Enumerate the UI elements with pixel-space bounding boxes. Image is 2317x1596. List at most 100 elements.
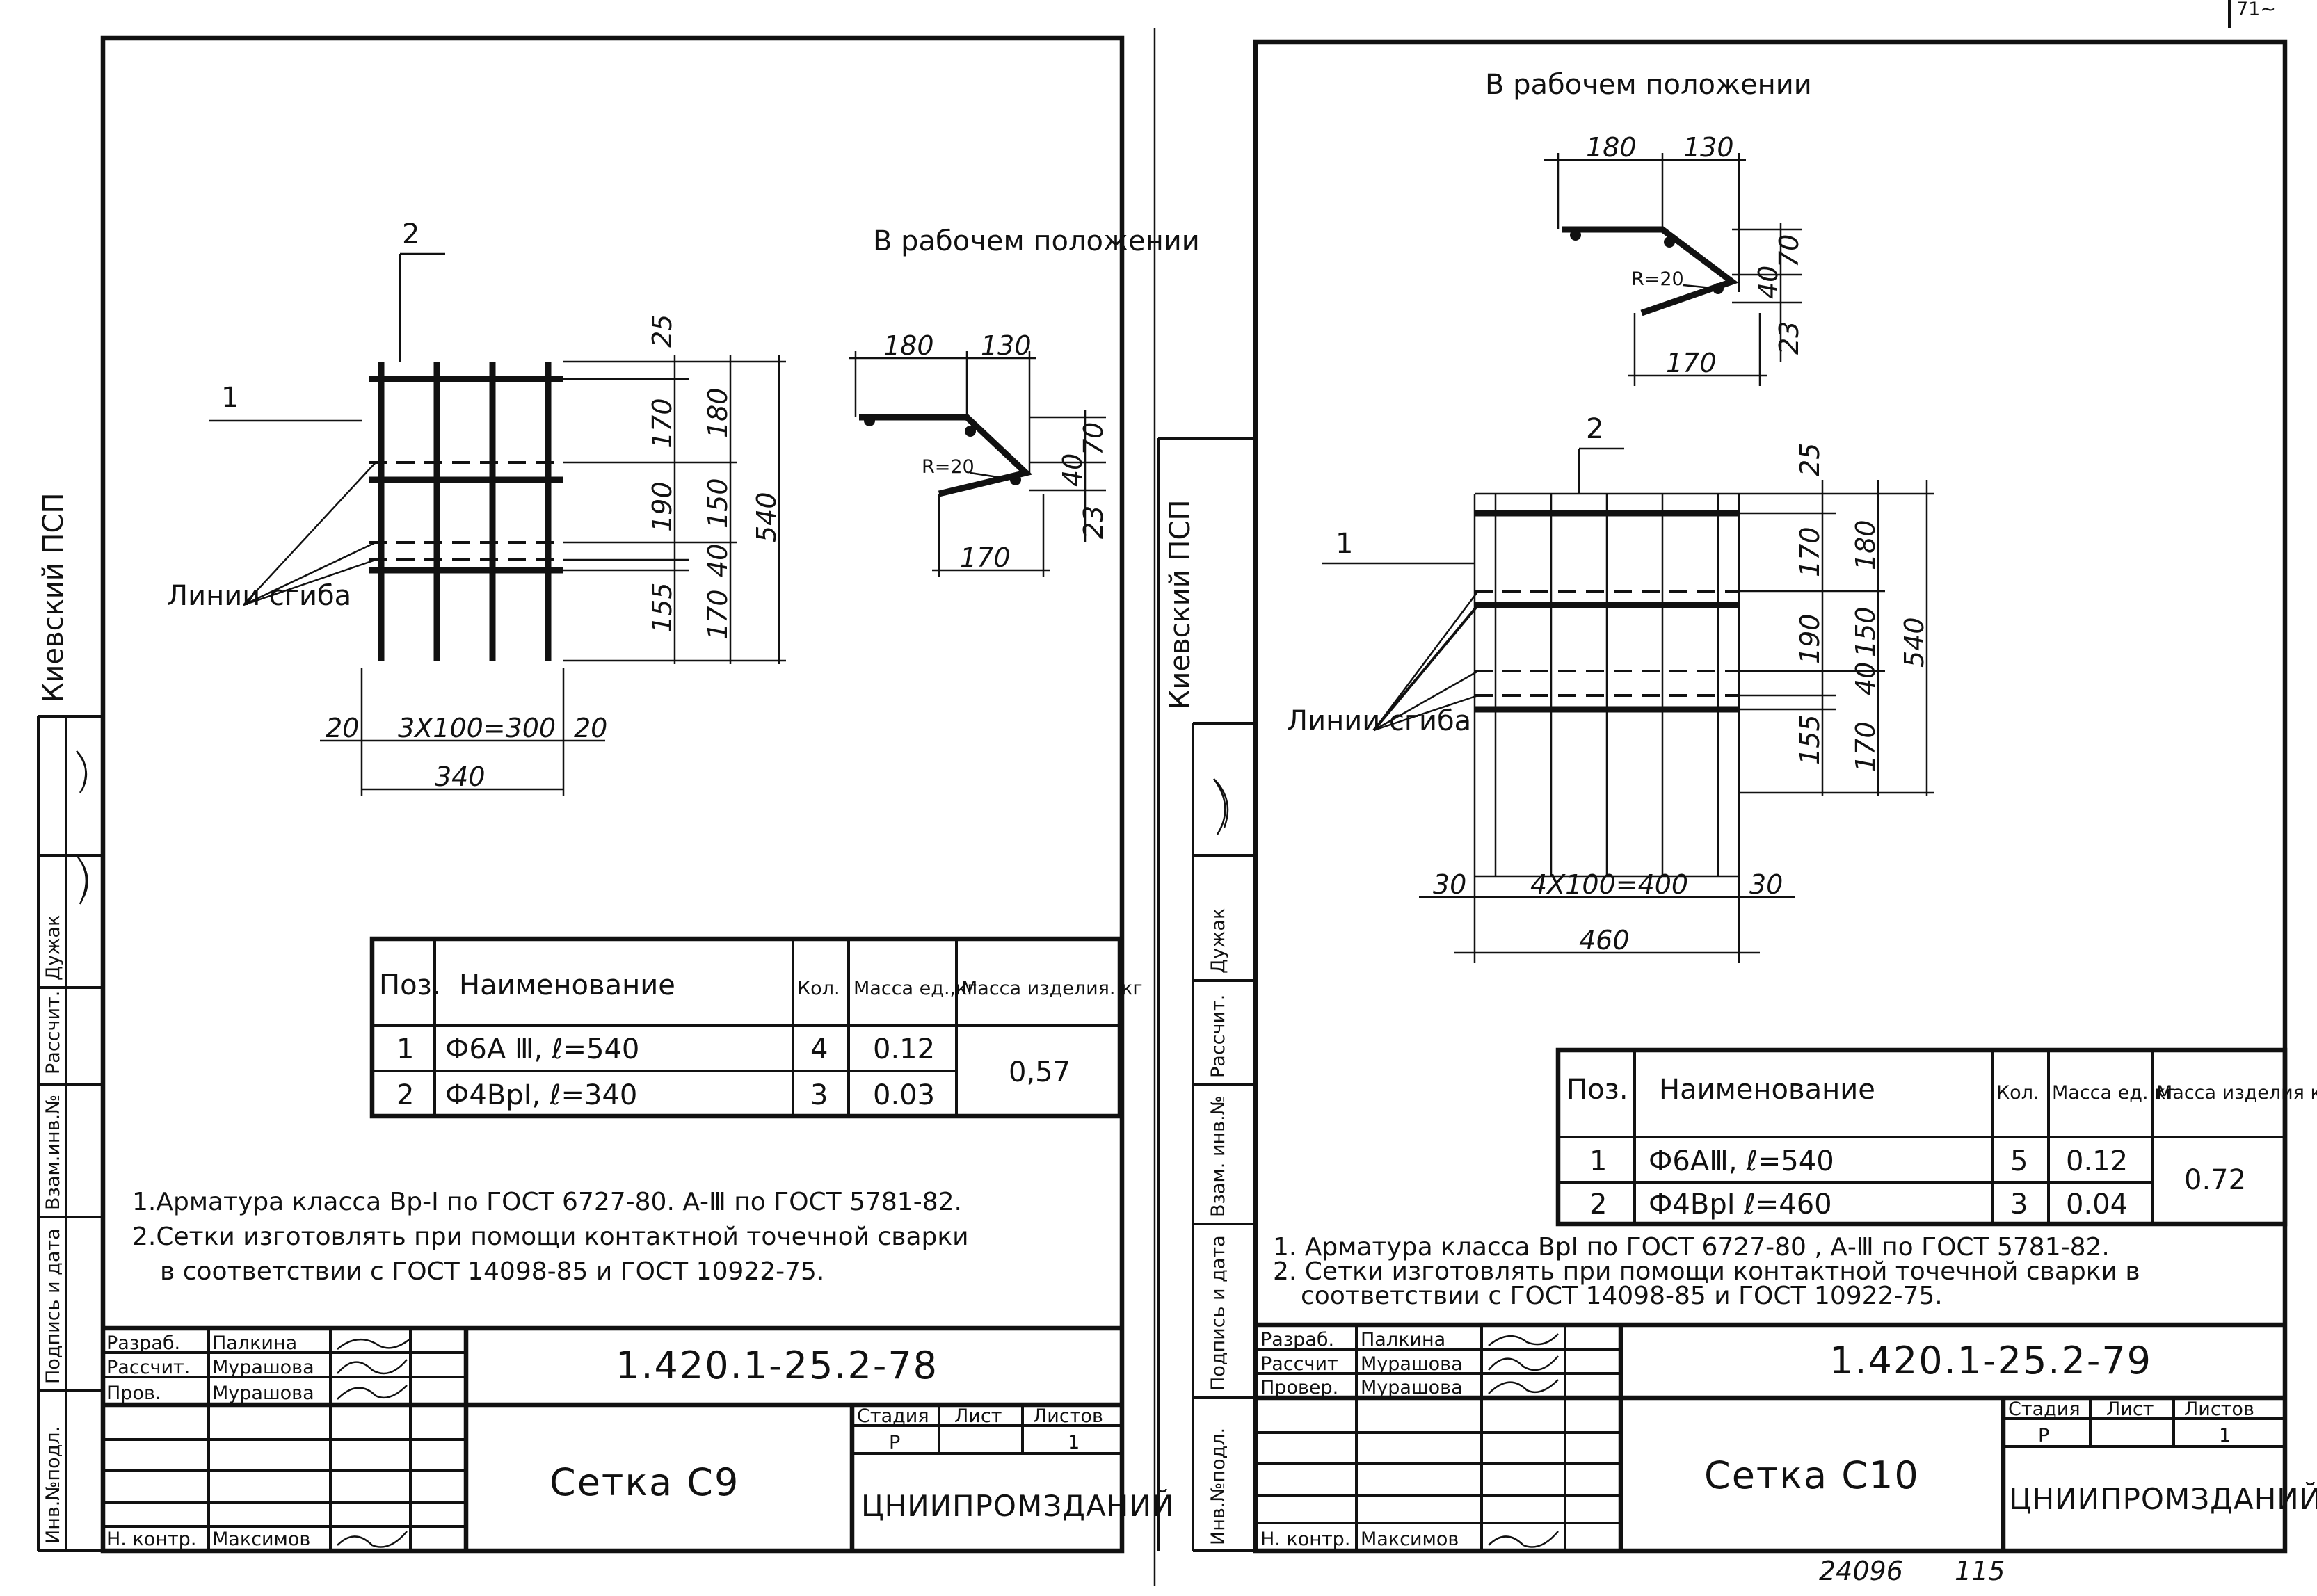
working-view-c9: В рабочем положении 180 130 170 R=20 70 … <box>849 225 1200 577</box>
spec-table-c10: Поз. Наименование Кол. Масса ед. кг Масс… <box>1555 1047 2317 1227</box>
side-strip-c9: Киевский ПСП Дужак Рассчит. Взам.инв.№ П… <box>37 492 103 1552</box>
side-role-c10-3: Инв.№подл. <box>1208 1428 1229 1545</box>
td-c9-total: 0,57 <box>1009 1056 1071 1088</box>
note-c10-2: соответствии с ГОСТ 14098-85 и ГОСТ 1092… <box>1301 1282 1943 1310</box>
footer-number: 24096 <box>1819 1556 1903 1586</box>
th-c9-pos: Поз. <box>379 969 441 1001</box>
stamp-c10-role-1: Рассчит <box>1260 1353 1338 1375</box>
td-c10-r0-pos: 1 <box>1589 1145 1607 1177</box>
td-c10-r1-qty: 3 <box>2010 1188 2028 1220</box>
vdim-c10-3: 40 <box>1850 662 1881 695</box>
vdim-c10-2: 190 <box>1795 613 1825 664</box>
note-c9-2: в соответствии с ГОСТ 14098-85 и ГОСТ 10… <box>160 1257 824 1286</box>
sheet-c9: Киевский ПСП Дужак Рассчит. Взам.инв.№ П… <box>37 35 1200 1554</box>
pos-label-c10-1: 1 <box>1336 528 1353 560</box>
stamp-c9-name-2: Мурашова <box>212 1383 314 1404</box>
view-dim-c10-1: 130 <box>1683 132 1734 163</box>
vdim-c9-3: 40 <box>703 544 733 577</box>
th-c10-qty: Кол. <box>1996 1082 2039 1104</box>
stamp-c9-name-3: Максимов <box>212 1529 310 1550</box>
mesh-plan-c10: 2 1 Линии сгиба <box>1287 413 1934 963</box>
view-title-c9: В рабочем положении <box>873 225 1200 257</box>
vdim-c9-2: 190 <box>647 481 678 532</box>
vdim-c10-7: 170 <box>1850 721 1881 772</box>
td-c9-r0-name: Ф6А Ⅲ, ℓ=540 <box>445 1033 639 1065</box>
vdim-c10-8: 540 <box>1899 617 1930 668</box>
vdim-c10-1: 170 <box>1795 526 1825 577</box>
td-c9-r1-pos: 2 <box>396 1079 414 1111</box>
signature-c10-0 <box>1488 1333 1559 1346</box>
drawing-title-c10: Сетка С10 <box>1704 1453 1920 1497</box>
side-signature-mark-c10 <box>1212 778 1229 835</box>
td-c10-r0-name: Ф6АⅢ, ℓ=540 <box>1649 1145 1834 1177</box>
stamp-c10-name-2: Мурашова <box>1361 1377 1463 1398</box>
stamp-c9-role-3: Н. контр. <box>106 1529 196 1550</box>
side-sig-c10: Дужак <box>1208 908 1229 974</box>
vdim-c9-7: 170 <box>703 589 733 640</box>
vdim-c9-1: 170 <box>647 398 678 449</box>
notes-c9: 1.Арматура класса Вр-Ⅰ по ГОСТ 6727-80. … <box>132 1188 969 1286</box>
td-c9-r1-name: Ф4ВрⅠ, ℓ=340 <box>445 1079 637 1111</box>
view-title-c10: В рабочем положении <box>1485 69 1812 101</box>
view-dim-c9-0: 180 <box>883 330 934 361</box>
td-c10-r0-mass: 0.12 <box>2066 1145 2128 1177</box>
th-c9-total: Масса изделия. кг <box>961 978 1143 999</box>
td-c10-r1-name: Ф4ВрⅠ ℓ=460 <box>1649 1188 1832 1220</box>
side-org-c10: Киевский ПСП <box>1164 499 1196 709</box>
hdim-c9-1: 3Х100=300 <box>398 713 556 743</box>
hdim-c10-3: 460 <box>1579 925 1630 956</box>
stage-head-c10-2: Листов <box>2184 1398 2254 1420</box>
signature-c9-3 <box>337 1531 408 1548</box>
view-radius-c10: R=20 <box>1631 268 1684 290</box>
pos-label-c10-2: 2 <box>1586 413 1603 445</box>
th-c10-total: Масса изделия кг <box>2156 1082 2317 1104</box>
stamp-c9-role-0: Разраб. <box>106 1332 180 1354</box>
vdim-c9-6: 150 <box>703 478 733 529</box>
side-sig-c9: Дужак <box>42 915 64 981</box>
signature-c9-1 <box>337 1359 408 1375</box>
note-c10-0: 1. Арматура класса ВрⅠ по ГОСТ 6727-80 ,… <box>1273 1233 2110 1262</box>
side-role-c10-1: Взам. инв.№ <box>1208 1095 1229 1217</box>
title-block-c10: Разраб. Рассчит Провер. Н. контр. Палкин… <box>1256 1322 2317 1551</box>
hdim-c10-1: 4Х100=400 <box>1530 869 1688 900</box>
vdim-c10-6: 150 <box>1850 606 1881 657</box>
th-c10-pos: Поз. <box>1566 1074 1628 1106</box>
org-c10: ЦНИИПРОМЗДАНИЙ <box>2009 1481 2317 1516</box>
signature-c10-1 <box>1488 1355 1559 1371</box>
frame-c9 <box>100 35 1125 1554</box>
spec-table-c9: Поз. Наименование Кол. Масса ед.,кг Масс… <box>369 936 1143 1119</box>
th-c9-qty: Кол. <box>797 978 840 999</box>
view-dim-c9-3: 70 <box>1078 422 1109 456</box>
bend-label-c9: Линии сгиба <box>167 580 351 612</box>
org-c9: ЦНИИПРОМЗДАНИЙ <box>861 1488 1174 1523</box>
note-c10-1: 2. Сетки изготовлять при помощи контактн… <box>1273 1257 2140 1286</box>
mesh-plan-c9: 2 1 Линии сгиба <box>167 218 786 796</box>
stage-val-c9-2: 1 <box>1068 1432 1080 1453</box>
sheet-c10: Киевский ПСП Дужак Рассчит. Взам. инв.№ … <box>1157 39 2317 1586</box>
stage-head-c10-1: Лист <box>2106 1398 2154 1420</box>
view-dim-c10-5: 23 <box>1774 321 1804 355</box>
hdim-c9-3: 340 <box>435 761 486 792</box>
vdim-c10-0: 25 <box>1795 443 1825 476</box>
stamp-c9-name-0: Палкина <box>212 1332 297 1354</box>
view-dim-c10-0: 180 <box>1586 132 1637 163</box>
stamp-c10-name-1: Мурашова <box>1361 1353 1463 1375</box>
view-dim-c10-3: 70 <box>1774 234 1804 268</box>
th-c9-mass: Масса ед.,кг <box>853 978 977 999</box>
side-role-c9-3: Инв.№подл. <box>42 1426 64 1544</box>
stamp-c9-role-1: Рассчит. <box>106 1357 190 1378</box>
side-role-c9-1: Взам.инв.№ <box>42 1095 64 1210</box>
drawing-code-c9: 1.420.1-25.2-78 <box>616 1344 938 1387</box>
td-c10-total: 0.72 <box>2184 1164 2246 1196</box>
bar-profile-c9 <box>859 414 1033 497</box>
stamp-c9-name-1: Мурашова <box>212 1357 314 1378</box>
stamp-c10-name-3: Максимов <box>1361 1529 1459 1550</box>
hdim-c10-0: 30 <box>1433 869 1466 900</box>
stage-head-c10-0: Стадия <box>2008 1398 2081 1420</box>
stage-head-c9-0: Стадия <box>857 1405 929 1427</box>
hdim-c9-0: 20 <box>326 713 359 743</box>
bend-label-c10: Линии сгиба <box>1287 705 1471 737</box>
stamp-c10-name-0: Палкина <box>1361 1329 1445 1351</box>
stage-head-c9-1: Лист <box>954 1405 1002 1427</box>
corner-mark: 71~ <box>2236 0 2276 20</box>
